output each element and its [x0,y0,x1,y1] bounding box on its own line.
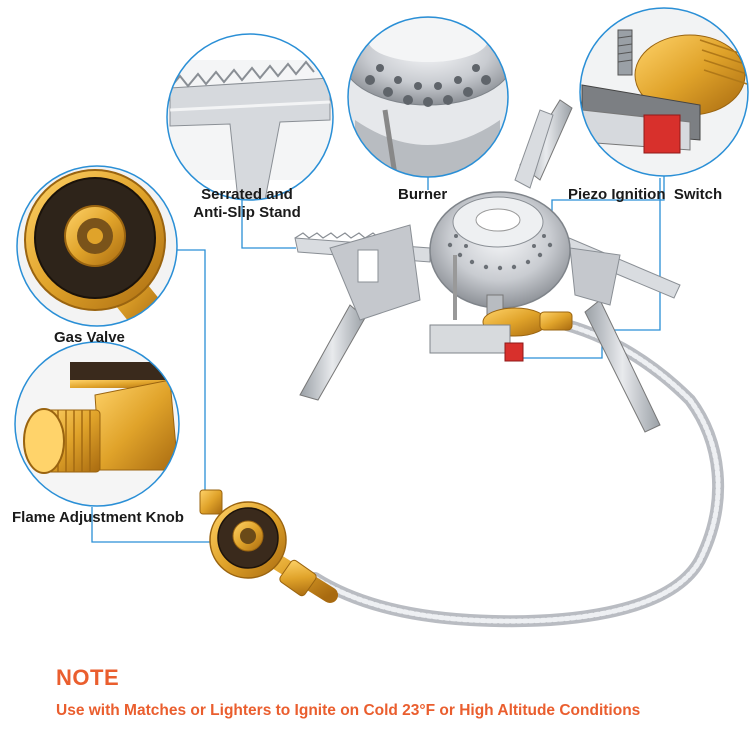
stand-detail-callout [166,33,334,201]
note-text: Use with Matches or Lighters to Ignite o… [56,702,641,719]
label-gas-valve: Gas Valve [54,329,125,346]
label-serrated-stand: Serrated and Anti-Slip Stand [193,186,301,221]
gas-valve-detail-callout [16,165,178,327]
label-flame-adjustment-knob: Flame Adjustment Knob [12,509,184,526]
piezo-detail-callout [579,7,749,177]
note-title: NOTE [56,665,120,690]
label-piezo-ignition-switch: Piezo Ignition Switch [568,186,723,203]
gas-hose [309,314,725,628]
burner-detail-callout [347,16,509,178]
label-burner: Burner [398,186,448,203]
flame-knob-detail-callout [14,341,180,507]
leader-lines [91,176,665,543]
stove-body [294,99,681,433]
gas-valve-assembly [199,489,338,603]
